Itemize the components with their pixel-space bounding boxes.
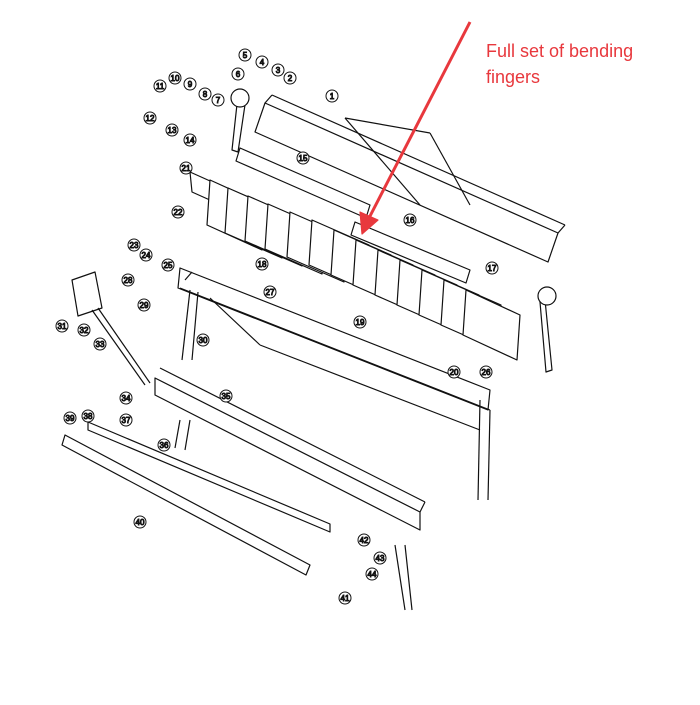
bending-leaf bbox=[154, 367, 426, 531]
callout-2: 2 bbox=[288, 74, 293, 83]
callout-16: 16 bbox=[406, 216, 415, 225]
callout-32: 32 bbox=[80, 326, 89, 335]
callout-37: 37 bbox=[122, 416, 131, 425]
callout-42: 42 bbox=[360, 536, 369, 545]
callout-3: 3 bbox=[276, 66, 281, 75]
frame-bed bbox=[177, 267, 491, 501]
callout-17: 17 bbox=[488, 264, 497, 273]
callout-8: 8 bbox=[203, 90, 208, 99]
callout-9: 9 bbox=[188, 80, 193, 89]
callout-12: 12 bbox=[146, 114, 155, 123]
callout-7: 7 bbox=[216, 96, 221, 105]
lower-strip bbox=[61, 434, 311, 576]
callout-33: 33 bbox=[96, 340, 105, 349]
callout-44: 44 bbox=[368, 570, 377, 579]
callout-27: 27 bbox=[266, 288, 275, 297]
callout-11: 11 bbox=[156, 82, 165, 91]
callout-1: 1 bbox=[330, 92, 335, 101]
callout-26: 26 bbox=[482, 368, 491, 377]
callout-4: 4 bbox=[260, 58, 265, 67]
callout-markers: 1 2 3 4 5 6 7 8 9 10 11 12 13 14 15 16 1… bbox=[55, 48, 499, 605]
callout-22: 22 bbox=[174, 208, 183, 217]
callout-5: 5 bbox=[243, 51, 248, 60]
callout-18: 18 bbox=[258, 260, 267, 269]
clamp-beam bbox=[254, 94, 566, 263]
handle bbox=[71, 271, 151, 386]
annotation-arrow bbox=[359, 21, 472, 235]
callout-24: 24 bbox=[142, 251, 151, 260]
callout-10: 10 bbox=[171, 74, 180, 83]
leaf-bar bbox=[87, 421, 331, 533]
callout-28: 28 bbox=[124, 276, 133, 285]
callout-39: 39 bbox=[66, 414, 75, 423]
callout-30: 30 bbox=[199, 336, 208, 345]
annotation-label: Full set of bending fingers bbox=[486, 41, 634, 87]
callout-14: 14 bbox=[186, 136, 195, 145]
callout-41: 41 bbox=[341, 594, 350, 603]
callout-31: 31 bbox=[58, 322, 67, 331]
callout-34: 34 bbox=[122, 394, 131, 403]
callout-13: 13 bbox=[168, 126, 177, 135]
callout-21: 21 bbox=[182, 164, 191, 173]
callout-35: 35 bbox=[222, 392, 231, 401]
callout-38: 38 bbox=[84, 412, 93, 421]
callout-40: 40 bbox=[136, 518, 145, 527]
legs bbox=[174, 419, 413, 611]
bending-fingers bbox=[189, 171, 521, 361]
callout-6: 6 bbox=[236, 70, 241, 79]
callout-36: 36 bbox=[160, 441, 169, 450]
finger-strip-16 bbox=[350, 221, 471, 284]
callout-43: 43 bbox=[376, 554, 385, 563]
callout-19: 19 bbox=[356, 318, 365, 327]
callout-20: 20 bbox=[450, 368, 459, 377]
callout-23: 23 bbox=[130, 241, 139, 250]
callout-29: 29 bbox=[140, 301, 149, 310]
callout-15: 15 bbox=[299, 154, 308, 163]
callout-25: 25 bbox=[164, 261, 173, 270]
yoke-arms bbox=[230, 88, 557, 373]
